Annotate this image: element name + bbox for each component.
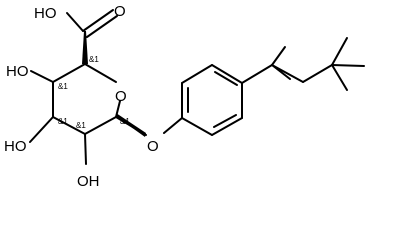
bond-c5-ring-o xyxy=(84,63,117,83)
stereo-label-c3: &1 xyxy=(58,117,68,126)
wedge-bonds xyxy=(82,31,146,137)
atom-label-ring-o: O xyxy=(115,88,127,105)
atom-label-carboxyl-oh: HO xyxy=(34,5,57,22)
atom-label-linker-o: O xyxy=(147,138,159,155)
bond-quaternary-methyl-1 xyxy=(271,46,286,66)
wedge-c5-carboxyl xyxy=(82,31,88,64)
bond-carbonyl-2 xyxy=(86,15,118,38)
bond-lines xyxy=(29,9,365,165)
bond-tertbutyl-methyl-2 xyxy=(331,64,365,67)
bond-aryl-3 xyxy=(211,64,243,84)
stereo-label-c2: &1 xyxy=(76,121,86,130)
bond-tertbutyl-methyl-3 xyxy=(331,64,348,91)
stereo-label-c5: &1 xyxy=(89,55,99,64)
bond-quaternary-ch2 xyxy=(271,64,304,83)
stereo-label-c1: &1 xyxy=(120,117,130,126)
bond-aryl-quaternary xyxy=(241,64,273,84)
atom-label-carbonyl-o: O xyxy=(114,3,126,20)
bond-c2-c1 xyxy=(84,116,117,135)
bond-aryl-5 xyxy=(211,117,243,136)
bond-c3-oh xyxy=(29,116,54,143)
stereo-label-c4: &1 xyxy=(58,82,68,91)
atom-label-hydroxyl-c2: OH xyxy=(77,173,100,190)
bond-c4-oh xyxy=(30,70,54,83)
bond-aryl-double-2 xyxy=(214,71,238,86)
bond-aryl-double-3 xyxy=(213,114,237,128)
bond-ch2-tertbutyl xyxy=(302,64,333,83)
bond-aryl-6 xyxy=(181,117,213,136)
bond-aryl-2 xyxy=(181,64,213,84)
bond-c3-c2 xyxy=(52,116,86,135)
bond-o-aryl xyxy=(163,117,183,134)
atom-label-hydroxyl-c4: HO xyxy=(6,63,29,80)
bond-c5-c4 xyxy=(52,63,86,83)
bond-c2-oh xyxy=(84,133,87,165)
wedge-c1-linker xyxy=(116,113,146,137)
bond-tertbutyl-methyl-1 xyxy=(331,37,348,66)
chemical-structure-diagram: HO O HO O HO O OH &1 &1 &1 &1 &1 xyxy=(4,3,365,190)
bond-carboxyl-oh xyxy=(66,12,84,32)
structure-canvas: HO O HO O HO O OH &1 &1 &1 &1 &1 xyxy=(4,3,365,190)
atom-label-hydroxyl-c3: HO xyxy=(4,138,27,155)
bond-carbonyl-1 xyxy=(82,9,114,32)
